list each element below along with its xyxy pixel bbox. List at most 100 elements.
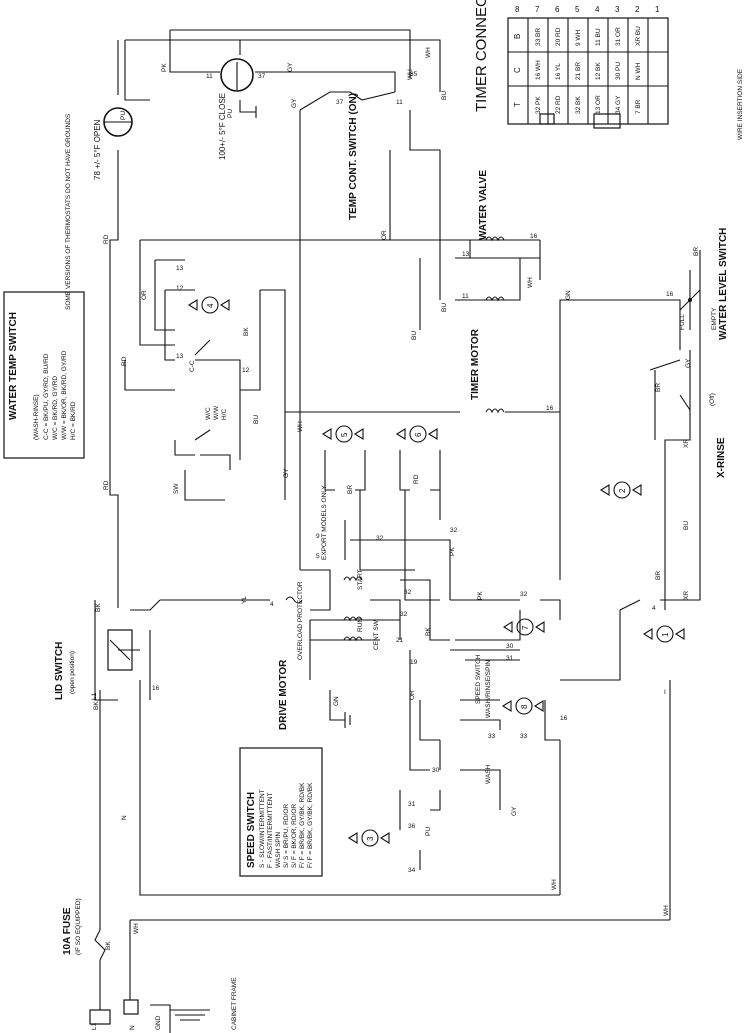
wire-tag: RD	[103, 480, 110, 490]
wire-number: 19	[410, 659, 418, 666]
thermostat-close-label: 100+/- 5°F CLOSE	[218, 93, 227, 160]
wire-number: 33	[520, 733, 528, 740]
timer-contact-4: 4	[187, 296, 230, 314]
wire-tag: L1	[91, 1022, 98, 1030]
contact-number: 4	[206, 303, 215, 308]
timer-connector-column-number: 1	[655, 5, 660, 14]
timer-contact-1: 1	[642, 625, 685, 643]
timer-connector-column-number: 3	[615, 5, 620, 14]
wire-tag: WH	[407, 69, 414, 80]
timer-connector-cell: 32 BK	[575, 96, 582, 114]
wire-tag: BK	[425, 627, 432, 636]
wire-tag: WH	[425, 47, 432, 58]
wire-number: 37	[336, 99, 344, 106]
timer-connector-row-letter: B	[513, 34, 522, 39]
wire-number: 12	[242, 367, 250, 374]
contact-triangle	[321, 428, 332, 440]
wire-number: 36	[408, 823, 416, 830]
timer-connector-cell: 16 YL	[555, 63, 562, 80]
contact-number: 8	[520, 704, 529, 709]
wire-tag: BR	[693, 247, 700, 256]
drive-motor-label: DRIVE MOTOR	[278, 659, 289, 730]
contact-number: 1	[661, 632, 670, 637]
wire-tag: OR	[141, 290, 148, 300]
timer-contact-5: 5	[321, 425, 364, 443]
wire-number: 4	[270, 601, 274, 608]
position-label: W/C	[205, 407, 212, 420]
timer-connector-cell: 7 BR	[635, 99, 642, 114]
timer-connector-column-number: 5	[575, 5, 580, 14]
contact-triangle	[501, 700, 512, 712]
timer-contact-8: 8	[501, 697, 544, 715]
contact-triangle	[502, 621, 513, 633]
wire-number: 13	[176, 353, 184, 360]
speed-legend-line: S/ S = BR/PU, RD/OR	[283, 804, 290, 868]
thermostat-note: SOME VERSIONS OF THERMOSTATS DO NOT HAVE…	[65, 113, 72, 310]
wire-tag: SW	[173, 483, 180, 494]
wire-tag: PK	[477, 591, 484, 600]
wire-tag: PU	[425, 827, 432, 836]
timer-connector-cell: 9 WH	[575, 29, 582, 46]
wire-tag: RD	[413, 474, 420, 484]
wash-rinse-spin-label: WASH/RINSE/SPIN	[485, 660, 492, 718]
wire-tag: BK	[243, 327, 250, 336]
wire-tag: YL	[241, 596, 248, 604]
contact-number: 3	[366, 836, 375, 841]
water-temp-switch-box: WATER TEMP SWITCH (WASH-RINSE) C-C = BK/…	[3, 291, 85, 459]
wire-numbers: 11 37 35 37 11 13 12 13 12 16 13 11 16 1…	[152, 71, 674, 874]
timer-motor-coil	[485, 408, 505, 414]
lid-switch-note: (open position)	[69, 651, 76, 694]
wire-number: 35	[410, 71, 418, 78]
component-labels: 78 +/- 5°F OPEN 100+/- 5°F CLOSE SOME VE…	[54, 93, 729, 1030]
wire-number: 30	[432, 767, 440, 774]
speed-switch-legend-title: SPEED SWITCH	[246, 792, 257, 868]
temp-cont-switch-label: TEMP CONT. SWITCH (ON)	[348, 93, 359, 220]
x-rinse-state-label: (Off)	[709, 393, 716, 406]
water-temp-line: W/C = BK/RD, GY/RD	[52, 376, 59, 440]
wire-tag: XR	[683, 439, 690, 448]
wire-number: 11	[206, 73, 213, 80]
contact-triangle	[219, 299, 230, 311]
wire-number: 16	[530, 233, 538, 240]
timer-connector-cell: 34 GY	[615, 95, 622, 114]
water-temp-line: W/W = BK/OR, BK/RD, GY/RD	[61, 350, 68, 440]
wire-number: 9	[316, 533, 320, 540]
start-winding-label: START	[357, 569, 364, 590]
water-temp-line: (WASH-RINSE)	[33, 394, 40, 440]
timer-connector-cell: 32 PK	[535, 96, 542, 114]
export-models-label: EXPORT MODELS ONLY	[321, 485, 328, 560]
wire-tag: PU	[227, 109, 234, 118]
wire-number: 5	[316, 553, 320, 560]
wire-number: 16	[560, 715, 568, 722]
timer-connector-title: TIMER CONNECTOR	[473, 0, 490, 112]
wire-tag: BU	[253, 415, 260, 424]
wire-tag: WH	[551, 879, 558, 890]
wire-number: 16	[152, 685, 160, 692]
thermostat-open-label: 78 +/- 5°F OPEN	[93, 119, 102, 180]
wire-color-tags: WH PK GY WH GY BU PU PU RD OR BU BU WH G…	[91, 47, 700, 1030]
wire-tag: BU	[683, 521, 690, 530]
wire-number: 32	[404, 589, 412, 596]
contact-circle	[335, 425, 353, 443]
water-temp-line: H/C = BK/RD	[70, 401, 77, 440]
position-label: C-C	[189, 360, 196, 372]
wire-number: 11	[462, 293, 469, 300]
wire-number: 21	[396, 637, 404, 644]
position-label: H/C	[221, 409, 228, 421]
wire-number: 32	[450, 527, 458, 534]
wire-number: 13	[176, 265, 184, 272]
wire-tag: BK	[93, 701, 100, 710]
wire-tag: N	[121, 815, 128, 820]
contact-triangle	[533, 700, 544, 712]
water-temp-switch-title: WATER TEMP SWITCH	[8, 312, 19, 420]
speed-legend-line: WASH SPIN	[275, 831, 282, 868]
wire-tag: BU	[411, 331, 418, 340]
contact-circle	[515, 697, 533, 715]
wire-number: 12	[176, 285, 184, 292]
wire-tag: BR	[655, 383, 662, 392]
timer-connector-cell: XR BU	[635, 26, 642, 46]
timer-connector-row-letters: BCT	[513, 34, 522, 107]
wire-tag: WH	[527, 277, 534, 288]
wire-number: 32	[400, 611, 408, 618]
wire-tag: PU	[120, 111, 127, 120]
